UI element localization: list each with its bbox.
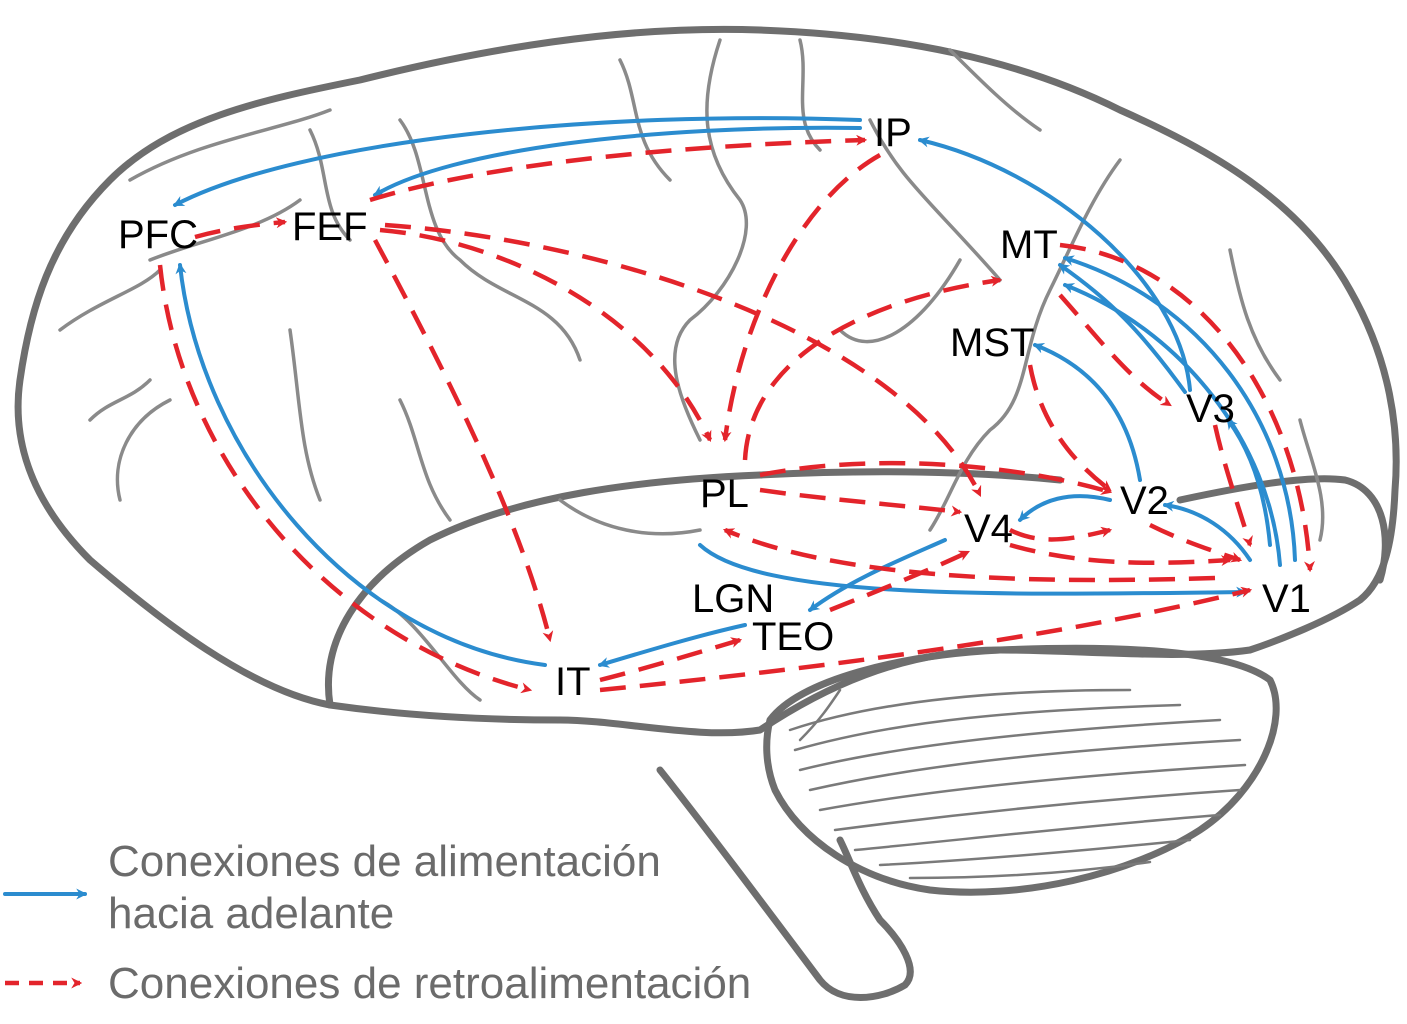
node-V1: V1 bbox=[1262, 577, 1311, 621]
fb-PL-V4 bbox=[759, 487, 963, 517]
node-V4: V4 bbox=[964, 507, 1013, 551]
node-IP: IP bbox=[874, 111, 912, 155]
fb-MT-V1 bbox=[1059, 242, 1315, 573]
fb-FEF-PL bbox=[379, 227, 713, 442]
node-MST: MST bbox=[950, 321, 1034, 365]
node-FEF: FEF bbox=[292, 205, 368, 249]
node-MT: MT bbox=[1000, 223, 1058, 267]
fb-PFC-IT bbox=[157, 264, 533, 694]
cerebrum-outline bbox=[14, 25, 1400, 737]
ff-TEO-IT bbox=[597, 623, 747, 668]
legend-feedforward-line1: Conexiones de alimentación bbox=[108, 837, 661, 886]
ff-IT-PFC bbox=[175, 262, 547, 667]
feedback-connections bbox=[157, 134, 1315, 694]
fb-TEO-V4 bbox=[829, 549, 970, 613]
legend-feedback: Conexiones de retroalimentación bbox=[5, 959, 751, 1008]
ff-V2-MST bbox=[1032, 343, 1142, 482]
node-IT: IT bbox=[555, 660, 591, 704]
fb-MT-V3 bbox=[1058, 293, 1172, 407]
node-PL: PL bbox=[700, 472, 749, 516]
ff-IP-PFC bbox=[173, 116, 862, 207]
fb-IP-PL bbox=[720, 153, 882, 443]
fb-FEF-IP bbox=[369, 134, 868, 203]
brain-anatomy bbox=[14, 25, 1400, 1001]
fb-PL-V2 bbox=[759, 460, 1113, 495]
node-PFC: PFC bbox=[118, 213, 198, 257]
fb-FEF-IT bbox=[373, 238, 554, 643]
node-V3: V3 bbox=[1186, 387, 1235, 431]
node-LGN: LGN bbox=[692, 577, 774, 621]
ff-V3-IP bbox=[917, 136, 1192, 392]
ff-V2-V4 bbox=[1018, 494, 1112, 522]
fb-V2-V1 bbox=[1148, 522, 1243, 563]
ff-V1-V2 bbox=[1162, 500, 1252, 562]
node-V2: V2 bbox=[1120, 479, 1169, 523]
fb-V4-V1 bbox=[1009, 542, 1233, 567]
feedforward-connections bbox=[173, 116, 1297, 668]
legend-feedforward-line2: hacia adelante bbox=[108, 889, 394, 938]
node-labels: PFC FEF IP MT MST V3 PL V2 V4 LGN TEO V1… bbox=[118, 111, 1311, 704]
fb-V3-V1 bbox=[1212, 424, 1253, 548]
ff-V4-TEO bbox=[808, 538, 947, 612]
fb-PL-MT bbox=[742, 275, 1003, 461]
temporal-lobe-outline bbox=[325, 468, 1064, 709]
ff-LGN-V1 bbox=[698, 543, 1248, 598]
ff-V1-MT2 bbox=[1062, 283, 1282, 567]
ff-IP-FEF bbox=[373, 125, 862, 197]
ff-V3-MT bbox=[1058, 263, 1187, 394]
legend-feedforward: Conexiones de alimentación hacia adelant… bbox=[3, 837, 661, 938]
fb-IT-TEO bbox=[599, 637, 743, 683]
ff-V1-V3 bbox=[1226, 418, 1272, 547]
node-TEO: TEO bbox=[752, 615, 834, 659]
fb-FEF-V4 bbox=[384, 222, 983, 497]
fb-V4-V2 bbox=[1008, 526, 1113, 542]
ff-V1-MT bbox=[1062, 255, 1297, 562]
brainstem bbox=[656, 766, 914, 1001]
fb-PFC-FEF bbox=[194, 217, 288, 240]
fb-MST-V2 bbox=[1027, 364, 1112, 492]
legend-feedback-label: Conexiones de retroalimentación bbox=[108, 959, 751, 1008]
occipital-notch bbox=[1176, 475, 1389, 584]
fb-IT-V1 bbox=[599, 586, 1253, 693]
legend: Conexiones de alimentación hacia adelant… bbox=[3, 837, 751, 1008]
fb-V1-PL bbox=[722, 527, 1216, 583]
cerebellum bbox=[763, 644, 1280, 896]
cerebellum-folia bbox=[788, 688, 1247, 880]
